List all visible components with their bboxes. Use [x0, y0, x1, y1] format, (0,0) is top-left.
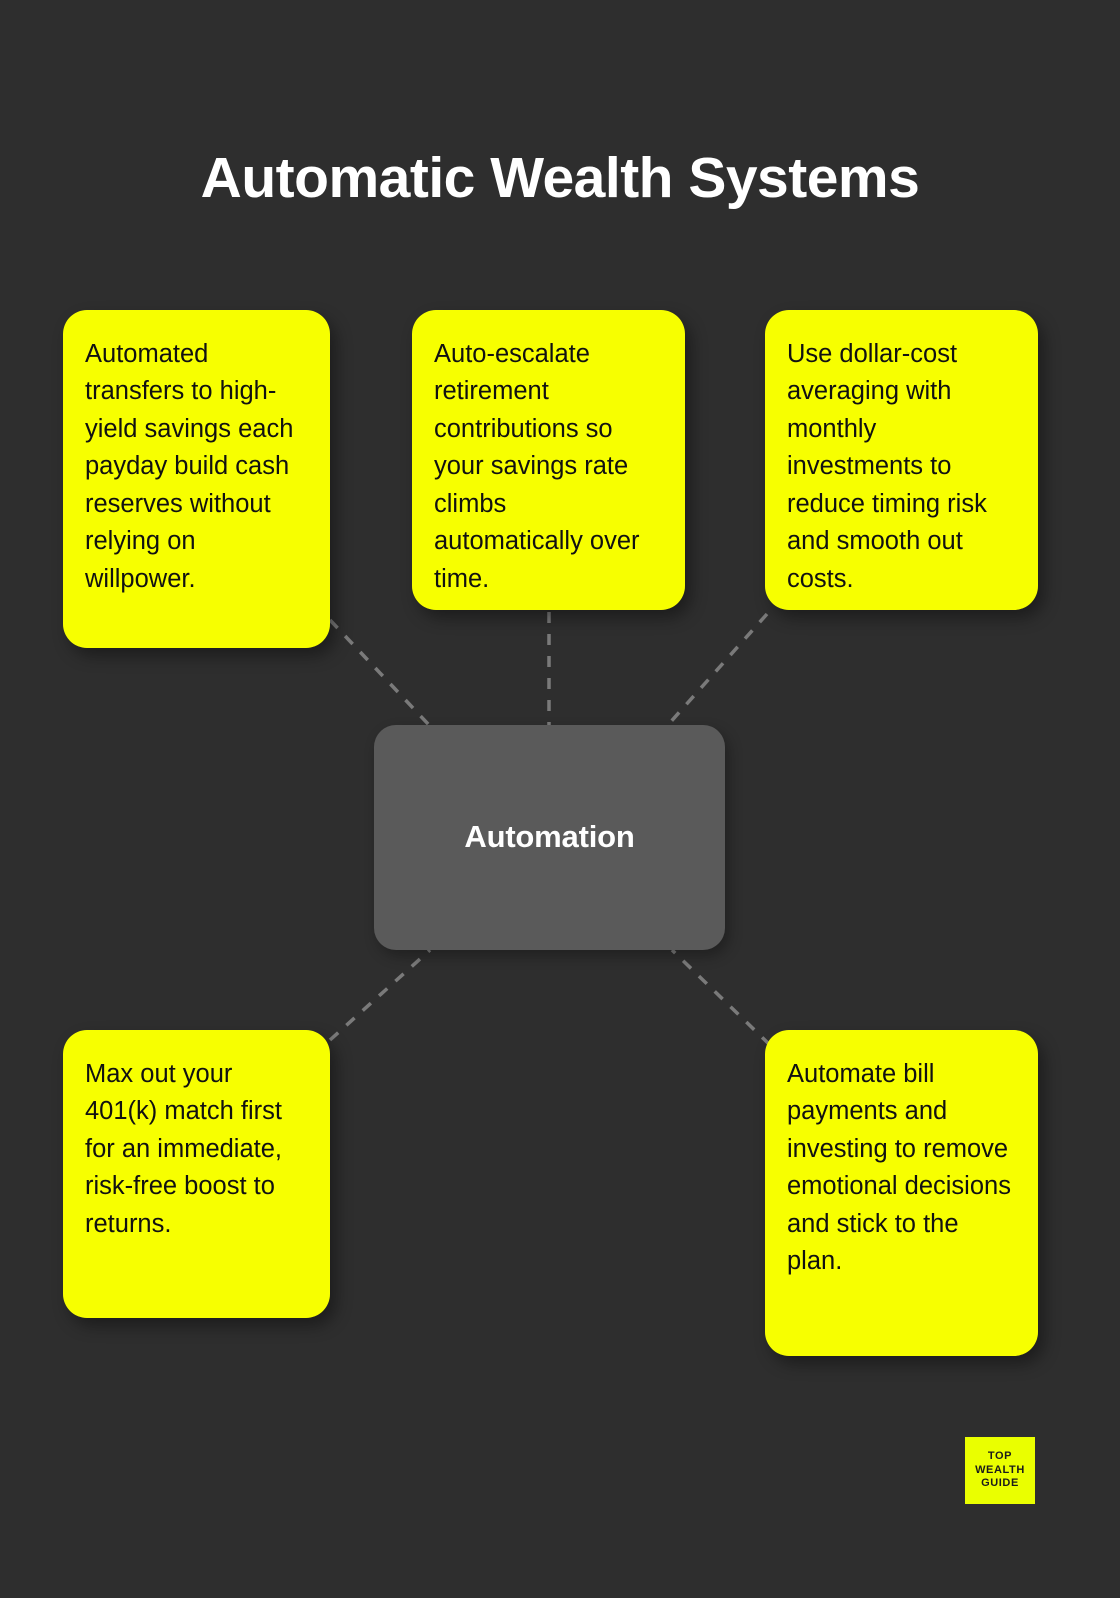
leaf-card-text: Max out your 401(k) match first for an i… — [85, 1060, 283, 1238]
connector-top-right-to-center — [665, 612, 769, 728]
brand-line-2: WEALTH — [975, 1463, 1025, 1476]
brand-line-1: TOP — [987, 1449, 1013, 1462]
brand-logo-badge: TOP WEALTH GUIDE — [965, 1437, 1035, 1504]
leaf-card-text: Auto-escalate retirement contributions s… — [434, 340, 640, 593]
leaf-card-text: Automated transfers to high-yield saving… — [85, 340, 294, 593]
center-node-automation: Automation — [374, 725, 725, 950]
leaf-card-dollar-cost-averaging: Use dollar-cost averaging with monthly i… — [765, 310, 1038, 610]
leaf-card-auto-escalate: Auto-escalate retirement contributions s… — [412, 310, 685, 610]
connector-bottom-left-to-center — [328, 948, 432, 1042]
page-title: Automatic Wealth Systems — [200, 146, 920, 211]
connector-top-left-to-center — [328, 618, 432, 728]
leaf-card-text: Use dollar-cost averaging with monthly i… — [787, 340, 987, 593]
leaf-card-automate-bills: Automate bill payments and investing to … — [765, 1030, 1038, 1356]
leaf-card-text: Automate bill payments and investing to … — [787, 1060, 1011, 1276]
center-node-label: Automation — [464, 819, 635, 854]
brand-line-3: GUIDE — [981, 1477, 1019, 1490]
connector-bottom-right-to-center — [670, 948, 772, 1047]
leaf-card-401k-match: Max out your 401(k) match first for an i… — [63, 1030, 330, 1318]
leaf-card-automated-transfers: Automated transfers to high-yield saving… — [63, 310, 330, 648]
